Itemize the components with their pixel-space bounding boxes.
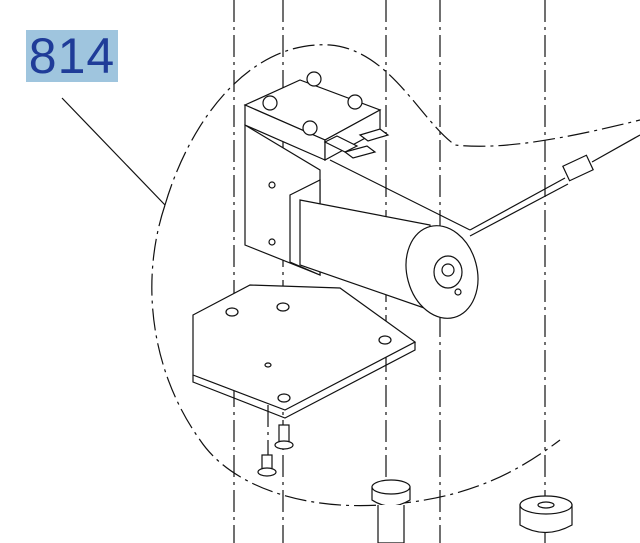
pump-head: [243, 71, 390, 162]
motor: [299, 199, 479, 319]
part-number-label: 814: [26, 30, 118, 82]
screws: [257, 424, 294, 477]
assembly-outline: [61, 44, 640, 507]
cable: [329, 134, 640, 237]
base-plate: [192, 284, 417, 419]
rubber-feet: [371, 479, 573, 543]
